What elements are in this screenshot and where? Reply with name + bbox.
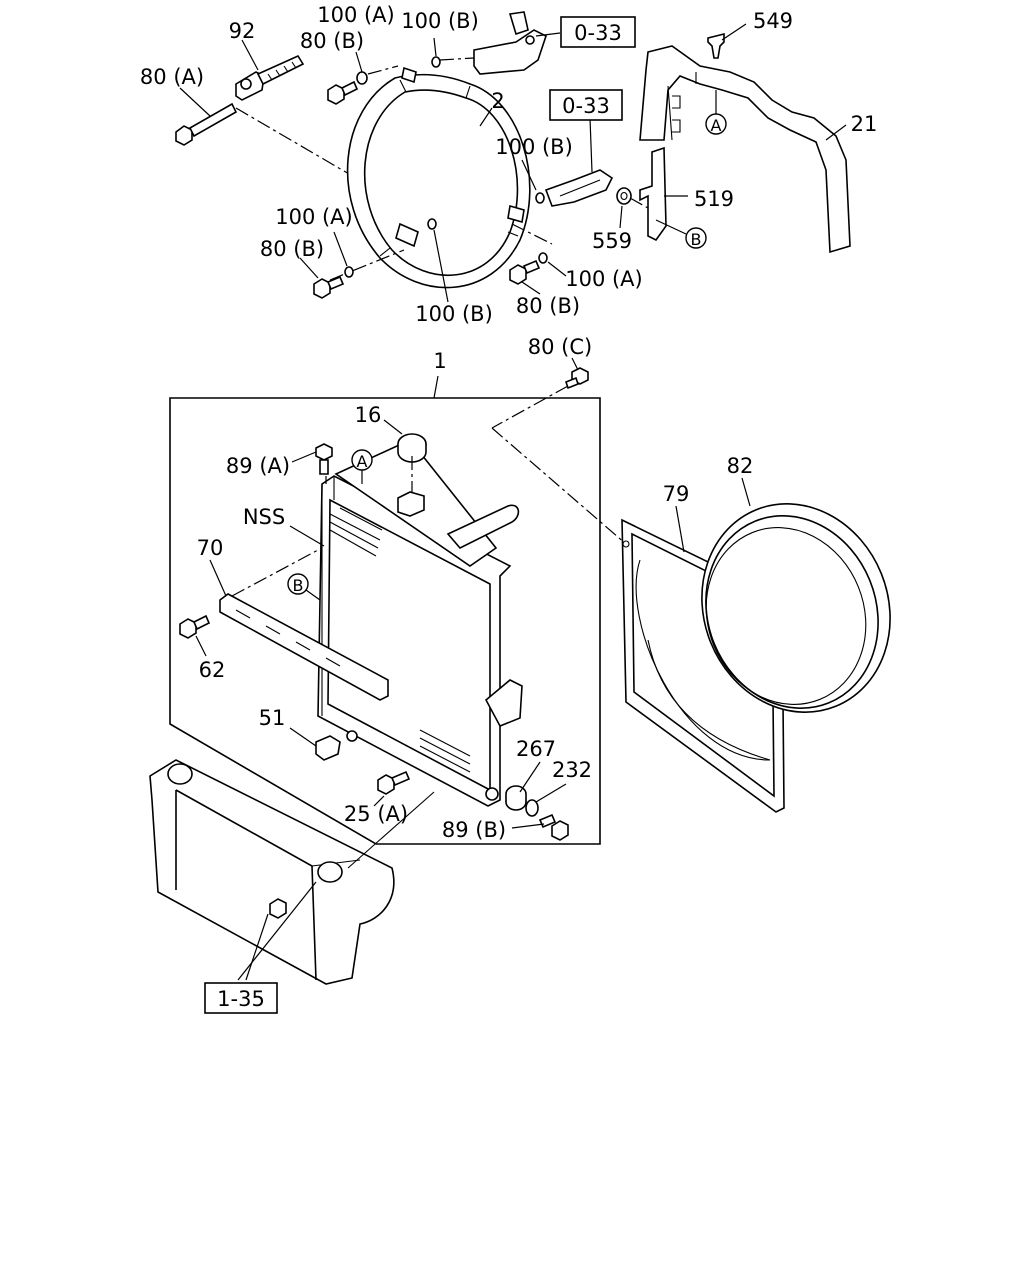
- callout-62: 62: [199, 658, 226, 682]
- callout-92: 92: [229, 19, 256, 43]
- bracket-033-top: [473, 11, 547, 75]
- callout-100b-bottom: 100 (B): [415, 302, 493, 326]
- fan-ring-82: [701, 503, 891, 713]
- ref-box-033-mid: 0-33: [549, 89, 623, 121]
- callout-51: 51: [259, 706, 286, 730]
- clip-549: [707, 32, 725, 59]
- bracket-519: [639, 146, 667, 242]
- callout-267: 267: [516, 737, 556, 761]
- svg-text:0-33: 0-33: [562, 94, 610, 118]
- callout-1: 1: [433, 349, 446, 373]
- radiator-core: [317, 439, 523, 807]
- callout-549: 549: [753, 9, 793, 33]
- bolt-80b-right: [509, 252, 548, 285]
- bolt-80b-left: [313, 266, 354, 299]
- svg-text:1-35: 1-35: [217, 987, 265, 1011]
- callout-89a: 89 (A): [226, 454, 290, 478]
- callout-80c: 80 (C): [528, 335, 592, 359]
- marker-b-top: B: [685, 227, 707, 249]
- intercooler-135: [149, 759, 395, 985]
- bolt-62: [179, 614, 211, 639]
- callout-82: 82: [727, 454, 754, 478]
- callout-100b-mid: 100 (B): [495, 135, 573, 159]
- baffle-21: [639, 45, 851, 254]
- callout-89b: 89 (B): [442, 818, 506, 842]
- bolt-80c: [565, 367, 589, 390]
- callout-100b-top: 100 (B): [401, 9, 479, 33]
- callout-25a: 25 (A): [344, 802, 408, 826]
- svg-text:A: A: [711, 116, 722, 135]
- callout-519: 519: [694, 187, 734, 211]
- bolt-80b-top: [327, 71, 368, 105]
- bolt-80a-top: [175, 102, 238, 146]
- bracket-51: [315, 730, 358, 761]
- bolt-intercooler: [269, 898, 287, 919]
- assembly-outline-1: [169, 397, 601, 845]
- callout-100a-right: 100 (A): [565, 267, 643, 291]
- svg-text:B: B: [293, 576, 304, 595]
- bracket-bar-70: [219, 593, 389, 701]
- callout-16: 16: [355, 403, 382, 427]
- nut-559: [616, 187, 632, 205]
- svg-text:A: A: [357, 452, 368, 471]
- radiator-cap-16: [397, 433, 427, 463]
- callout-nss: NSS: [243, 505, 285, 529]
- fan-shroud-ring-2: [346, 66, 531, 289]
- callout-80a-top: 80 (A): [140, 65, 204, 89]
- ref-box-033-top: 0-33: [560, 16, 636, 48]
- marker-a-top: A: [705, 113, 727, 135]
- svg-text:B: B: [691, 230, 702, 249]
- callout-80b-left: 80 (B): [260, 237, 324, 261]
- callout-80b-top: 80 (B): [300, 29, 364, 53]
- bracket-033-mid: [544, 169, 614, 207]
- marker-b-radiator: B: [287, 573, 309, 595]
- callout-2: 2: [491, 89, 504, 113]
- callout-79: 79: [663, 482, 690, 506]
- bolt-89a: [315, 443, 333, 475]
- callout-559: 559: [592, 229, 632, 253]
- callout-21: 21: [851, 112, 878, 136]
- washer-232: [525, 799, 539, 817]
- ref-box-135: 1-35: [204, 982, 278, 1014]
- callout-70: 70: [197, 536, 224, 560]
- bolt-89b: [538, 813, 569, 841]
- callout-232: 232: [552, 758, 592, 782]
- mount-267: [505, 785, 527, 811]
- callout-100a-top: 100 (A): [317, 3, 395, 27]
- marker-a-radiator: A: [351, 449, 373, 471]
- svg-text:0-33: 0-33: [574, 21, 622, 45]
- callout-80b-right: 80 (B): [516, 294, 580, 318]
- bolt-25a: [377, 770, 411, 795]
- clamp-92: [235, 54, 305, 101]
- callout-100a-left: 100 (A): [275, 205, 353, 229]
